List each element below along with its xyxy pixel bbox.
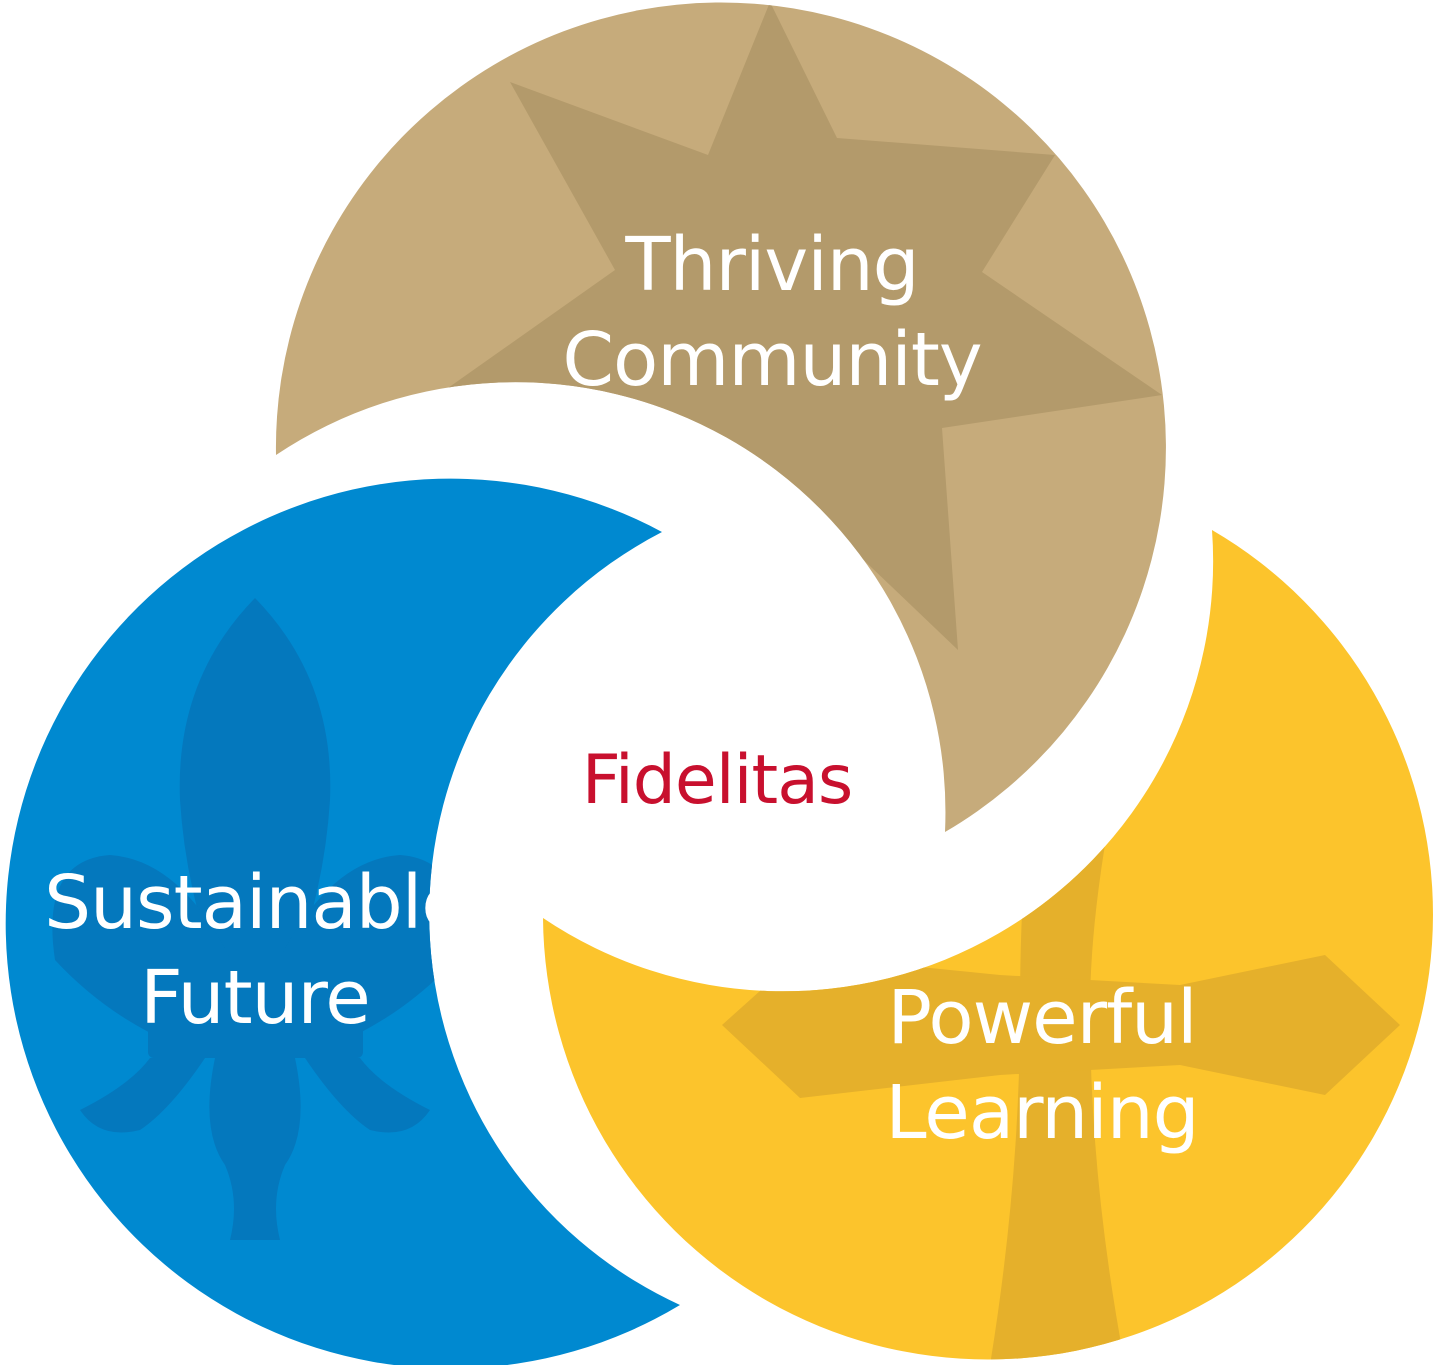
community-segment: Thriving Community: [275, 2, 1166, 832]
community-label-line1: Thriving: [624, 222, 918, 308]
community-label-line2: Community: [562, 317, 981, 403]
star-icon: [438, 2, 1162, 650]
fleur-de-lis-icon: [52, 598, 458, 1240]
future-label-line1: Sustainable: [44, 860, 466, 946]
future-label-line2: Future: [140, 955, 370, 1041]
center-label: Fidelitas: [582, 741, 853, 820]
learning-shape: [543, 530, 1433, 1360]
learning-label-line2: Learning: [885, 1070, 1198, 1156]
learning-label-line1: Powerful: [887, 975, 1196, 1061]
future-segment: Sustainable Future: [5, 478, 680, 1365]
